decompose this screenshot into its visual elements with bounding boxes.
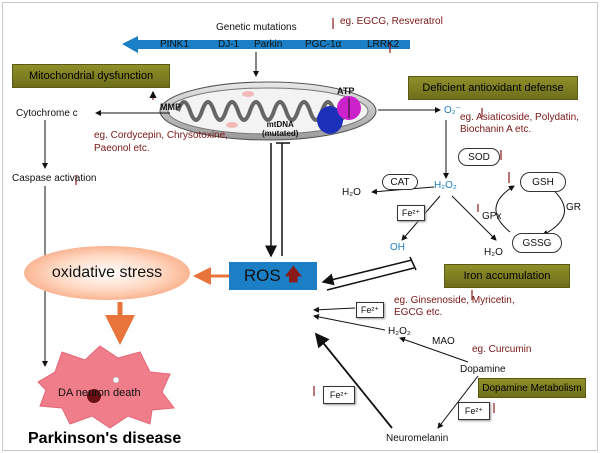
- gene-lrrk2: LRRK2: [367, 39, 400, 50]
- paeonol-label: Paeonol etc.: [94, 143, 150, 154]
- mmp-label: MMP: [160, 102, 181, 112]
- gr-label: GR: [566, 202, 581, 213]
- hydroxyl-label: OH: [390, 242, 405, 253]
- gssg-node: GSSG: [512, 233, 562, 253]
- fe2-box-3: Fe²⁺: [323, 386, 355, 404]
- h2o-right-label: H₂O: [484, 247, 503, 258]
- mtdna-text: mtDNA: [266, 120, 294, 129]
- fe2-box-4: Fe²⁺: [458, 402, 490, 420]
- gene-parkin: Parkin: [254, 39, 283, 50]
- fe-to-ros-arrow: [313, 306, 356, 313]
- iron-accumulation-box: Iron accumulation: [444, 264, 570, 288]
- h2o-left-label: H₂O: [342, 187, 361, 198]
- fe2-label-4: Fe²⁺: [464, 405, 484, 416]
- oh-to-ros-arrow: [321, 259, 413, 286]
- ros-up-arrow-icon: 🡅: [284, 264, 303, 284]
- fe2-box-1: Fe²⁺: [397, 205, 425, 221]
- h2o2-lower-label: H₂O₂: [388, 326, 411, 337]
- mitochondrial-dysfunction-box: Mitochondrial dysfunction: [12, 64, 170, 88]
- gpx-label: GPx: [482, 211, 502, 222]
- cordycepin-label: eg. Cordycepin, Chrysotoxine,: [94, 130, 228, 141]
- gssg-label: GSSG: [522, 237, 552, 249]
- dopamine-metabolism-box: Dopamine Metabolism: [478, 378, 586, 398]
- mao-label: MAO: [432, 336, 455, 347]
- da-neuron-death-label: DA neuron death: [58, 387, 141, 399]
- asiaticoside-label: eg. Asiaticoside, Polydatin,: [460, 112, 579, 123]
- oxidative-stress-node: oxidative stress: [24, 246, 190, 300]
- gene-pink1: PINK1: [160, 39, 189, 50]
- oxidative-stress-label: oxidative stress: [51, 264, 163, 281]
- atp-label: ATP: [337, 86, 355, 96]
- sod-label: SOD: [468, 151, 490, 163]
- dopamine-label: Dopamine: [460, 364, 506, 375]
- gene-pgc1a: PGC-1α: [305, 39, 342, 50]
- fe2-label-3: Fe²⁺: [329, 389, 349, 400]
- ros-label: ROS: [243, 266, 281, 285]
- h2o2-label: H₂O₂: [434, 180, 457, 191]
- mtdna-label: mtDNA (mutated): [262, 120, 298, 138]
- ros-node: ROS 🡅: [229, 262, 317, 290]
- caspase-activation-label: Caspase activation: [12, 173, 97, 184]
- superoxide-label: O₂⁻: [444, 105, 461, 116]
- gsh-label: GSH: [532, 176, 554, 188]
- parkinsons-disease-title: Parkinson's disease: [28, 430, 182, 447]
- egcg-resveratrol-label: eg. EGCG, Resveratrol: [340, 16, 443, 27]
- fe2-label-2: Fe²⁺: [360, 304, 380, 315]
- deficient-antioxidant-label: Deficient antioxidant defense: [422, 82, 564, 94]
- genetic-mutations-label: Genetic mutations: [216, 22, 297, 33]
- cytochrome-c-label: Cytochrome c: [16, 108, 78, 119]
- gene-arrow: [122, 36, 410, 53]
- egcg-etc-label: EGCG etc.: [394, 307, 443, 318]
- neuromelanin-label: Neuromelanin: [386, 433, 449, 444]
- curcumin-label: eg. Curcumin: [472, 344, 532, 355]
- deficient-antioxidant-box: Deficient antioxidant defense: [408, 76, 578, 100]
- cat-node: CAT: [382, 174, 418, 190]
- neuron-cell-graphic: [37, 345, 175, 429]
- iron-accumulation-label: Iron accumulation: [463, 270, 551, 282]
- ginsenoside-label: eg. Ginsenoside, Myricetin,: [394, 295, 515, 306]
- neuromelanin-to-ros-arrow: [314, 332, 393, 429]
- mitochondrion-graphic: [159, 81, 377, 141]
- mutated-text: (mutated): [262, 129, 299, 138]
- gene-dj1: DJ-1: [218, 39, 240, 50]
- cat-label: CAT: [390, 176, 410, 188]
- fe2-box-2: Fe²⁺: [356, 302, 384, 318]
- fe2-label-1: Fe²⁺: [401, 207, 421, 218]
- biochanin-label: Biochanin A etc.: [460, 124, 532, 135]
- gsh-node: GSH: [520, 172, 566, 192]
- sod-node: SOD: [458, 148, 500, 166]
- mitochondrial-dysfunction-label: Mitochondrial dysfunction: [28, 70, 154, 82]
- dopamine-metabolism-label: Dopamine Metabolism: [482, 382, 582, 394]
